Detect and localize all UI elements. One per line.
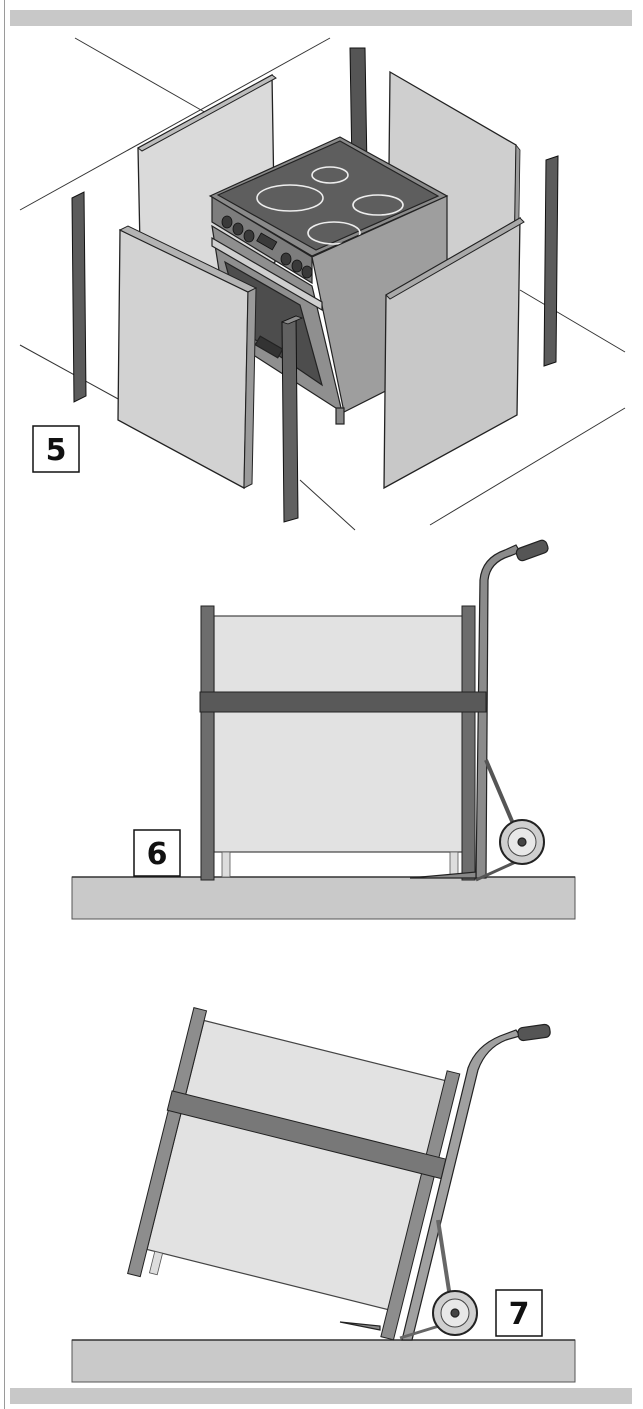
floor-lines bbox=[19, 37, 626, 531]
hand-truck-7 bbox=[339, 1023, 551, 1341]
top-divider-bar bbox=[10, 10, 632, 26]
left-strip bbox=[71, 191, 87, 403]
step-5-label: 5 bbox=[46, 433, 67, 468]
step-6-label: 6 bbox=[147, 837, 168, 872]
right-strip bbox=[543, 155, 559, 367]
left-post-6 bbox=[200, 605, 215, 881]
right-post-6 bbox=[461, 605, 476, 881]
step-6-label-box bbox=[133, 829, 181, 877]
floor-6 bbox=[71, 876, 576, 920]
step-6-illustration: 6 bbox=[71, 539, 576, 920]
strap-6 bbox=[199, 691, 487, 713]
appliance-6 bbox=[213, 615, 465, 853]
tilted-appliance-7 bbox=[127, 1007, 461, 1341]
floor-7 bbox=[71, 1339, 576, 1383]
step-7-label: 7 bbox=[509, 1297, 530, 1332]
front-center-post bbox=[281, 315, 299, 523]
step-7-illustration: 7 bbox=[71, 1007, 576, 1383]
step-5-label-box bbox=[32, 425, 80, 473]
step-7-label-box bbox=[495, 1289, 543, 1337]
hand-truck-6 bbox=[409, 539, 549, 882]
step-5-illustration: 5 bbox=[19, 37, 626, 531]
cooker bbox=[208, 136, 449, 425]
page-border-line bbox=[4, 0, 5, 1409]
bottom-divider-bar bbox=[10, 1388, 632, 1404]
